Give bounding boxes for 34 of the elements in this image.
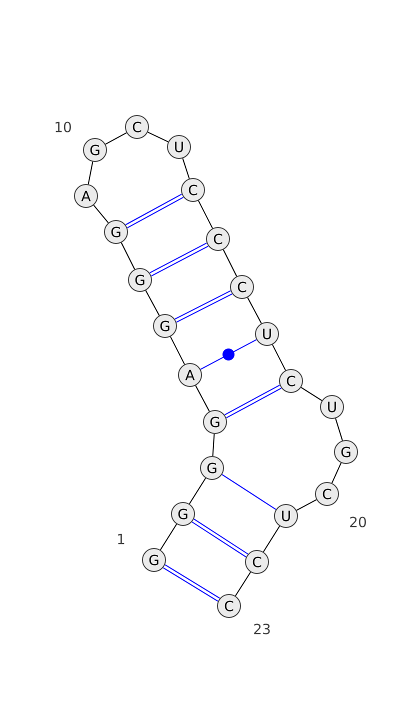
base-pair-line	[224, 384, 282, 418]
backbone-line	[120, 242, 136, 270]
backbone-line	[296, 499, 317, 511]
backbone-line	[88, 161, 94, 185]
position-number: 10	[56, 122, 71, 132]
backbone-line	[147, 132, 169, 142]
backbone-line	[188, 478, 206, 504]
base-pair-line	[222, 474, 276, 510]
position-number: 23	[254, 624, 270, 634]
backbone-line	[262, 526, 280, 552]
position-number: 1	[118, 534, 124, 544]
backbone-line	[170, 336, 186, 365]
backbone-line	[93, 204, 109, 224]
base-pair-line	[163, 564, 220, 602]
backbone-line	[234, 572, 252, 596]
backbone-line	[222, 249, 238, 277]
backbone-line	[195, 385, 210, 412]
backbone-line	[160, 524, 178, 550]
backbone-line	[182, 158, 190, 180]
position-number: 20	[350, 516, 366, 528]
backbone-line	[335, 418, 343, 442]
base-pair-line	[150, 242, 208, 276]
backbone-line	[212, 433, 215, 457]
backbone-line	[105, 132, 127, 145]
backbone-line	[198, 200, 214, 229]
backbone-line	[272, 344, 286, 371]
backbone-line	[145, 290, 160, 316]
base-pair-line	[200, 339, 257, 370]
backbone-line	[300, 386, 322, 402]
backbone-line	[331, 462, 342, 484]
backbone-line	[247, 297, 262, 324]
base-pair-line	[174, 290, 232, 323]
base-pair-line	[125, 194, 184, 228]
base-pair-line	[192, 518, 248, 558]
